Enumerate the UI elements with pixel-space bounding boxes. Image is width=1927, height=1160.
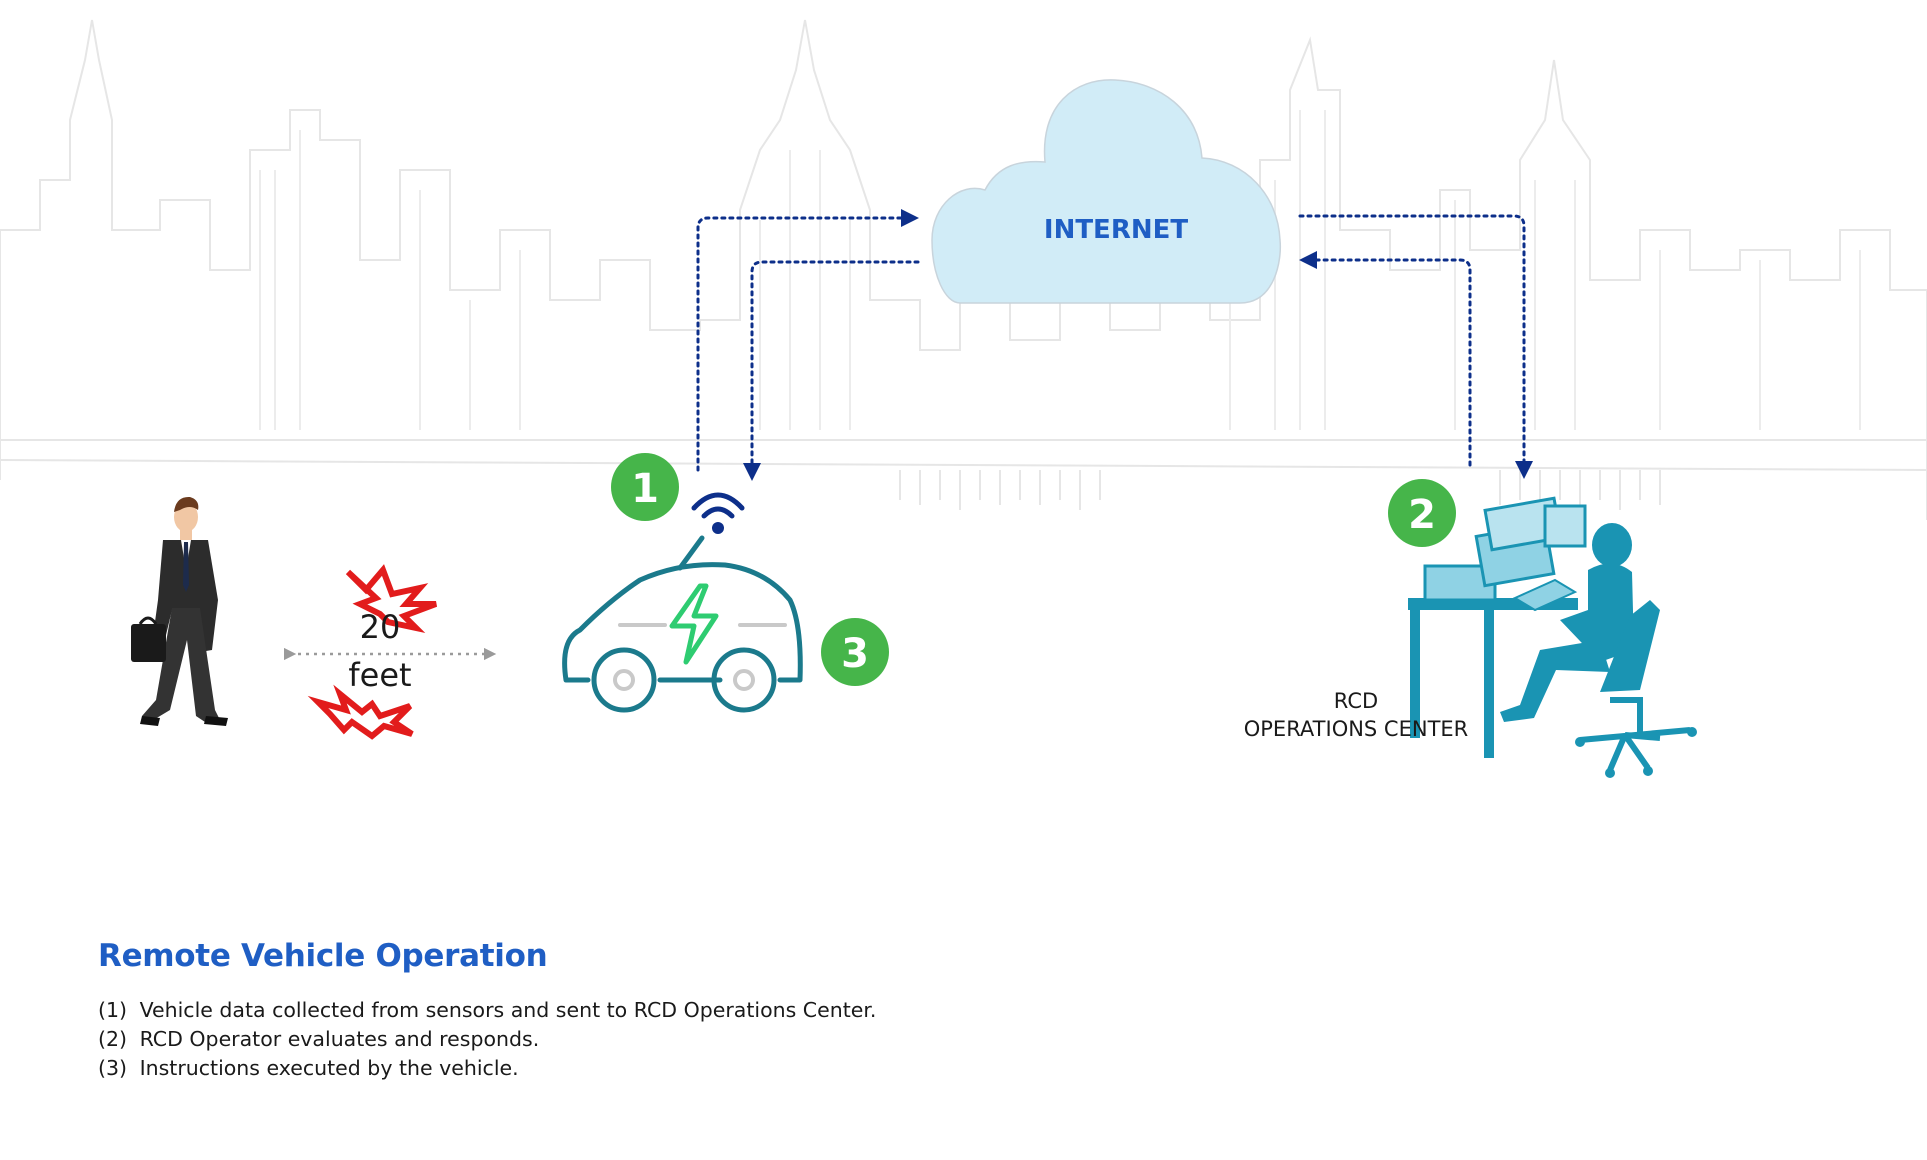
distance-indicator: 20 feet xyxy=(283,564,497,740)
arrow-ops-center-to-internet xyxy=(1299,251,1472,467)
step-badge-2: 2 xyxy=(1388,479,1456,547)
step-item: (2) RCD Operator evaluates and responds. xyxy=(98,1025,998,1054)
arrow-internet-to-ops-center xyxy=(1298,214,1533,479)
caption-block: Remote Vehicle Operation (1) Vehicle dat… xyxy=(98,938,998,1083)
businessman-icon xyxy=(131,496,228,726)
car-antenna xyxy=(677,535,705,571)
step-badge-number: 3 xyxy=(841,631,869,677)
city-skyline-background xyxy=(0,19,1927,520)
arrow-internet-to-vehicle xyxy=(743,260,920,481)
alert-burst-icon xyxy=(307,684,414,740)
cloud-shape xyxy=(931,79,1282,304)
step-item: (3) Instructions executed by the vehicle… xyxy=(98,1054,998,1083)
step-badge-3: 3 xyxy=(821,618,889,686)
step-number: (1) xyxy=(98,998,128,1022)
distance-unit: feet xyxy=(348,656,411,694)
distance-value: 20 xyxy=(360,608,401,646)
lightning-bolt-icon xyxy=(669,583,719,665)
operations-center-icon: RCD OPERATIONS CENTER xyxy=(1244,496,1697,778)
step-badge-number: 1 xyxy=(631,466,659,512)
wifi-signal-icon xyxy=(701,506,735,519)
car-body xyxy=(562,562,803,683)
alert-burst-icon xyxy=(345,564,438,634)
electric-vehicle-icon xyxy=(562,492,803,713)
car-wheel-front xyxy=(591,647,657,713)
internet-label: INTERNET xyxy=(1044,215,1188,245)
antenna-dot xyxy=(712,522,724,534)
steps-list: (1) Vehicle data collected from sensors … xyxy=(98,996,998,1083)
data-flow-arrows xyxy=(696,209,1533,481)
ops-center-label-line2: OPERATIONS CENTER xyxy=(1244,717,1469,741)
step-text: RCD Operator evaluates and responds. xyxy=(139,1027,540,1051)
arrow-vehicle-to-internet xyxy=(696,209,919,472)
step-number: (3) xyxy=(98,1056,128,1080)
car-wheel-rear xyxy=(711,647,777,713)
ops-center-label-line1: RCD xyxy=(1334,689,1378,713)
step-text: Vehicle data collected from sensors and … xyxy=(139,998,877,1022)
step-badge-number: 2 xyxy=(1408,492,1436,538)
caption-title: Remote Vehicle Operation xyxy=(98,938,548,974)
step-badge-1: 1 xyxy=(611,453,679,521)
step-item: (1) Vehicle data collected from sensors … xyxy=(98,996,998,1025)
step-text: Instructions executed by the vehicle. xyxy=(139,1056,519,1080)
internet-cloud: INTERNET xyxy=(931,79,1282,304)
step-number: (2) xyxy=(98,1027,128,1051)
